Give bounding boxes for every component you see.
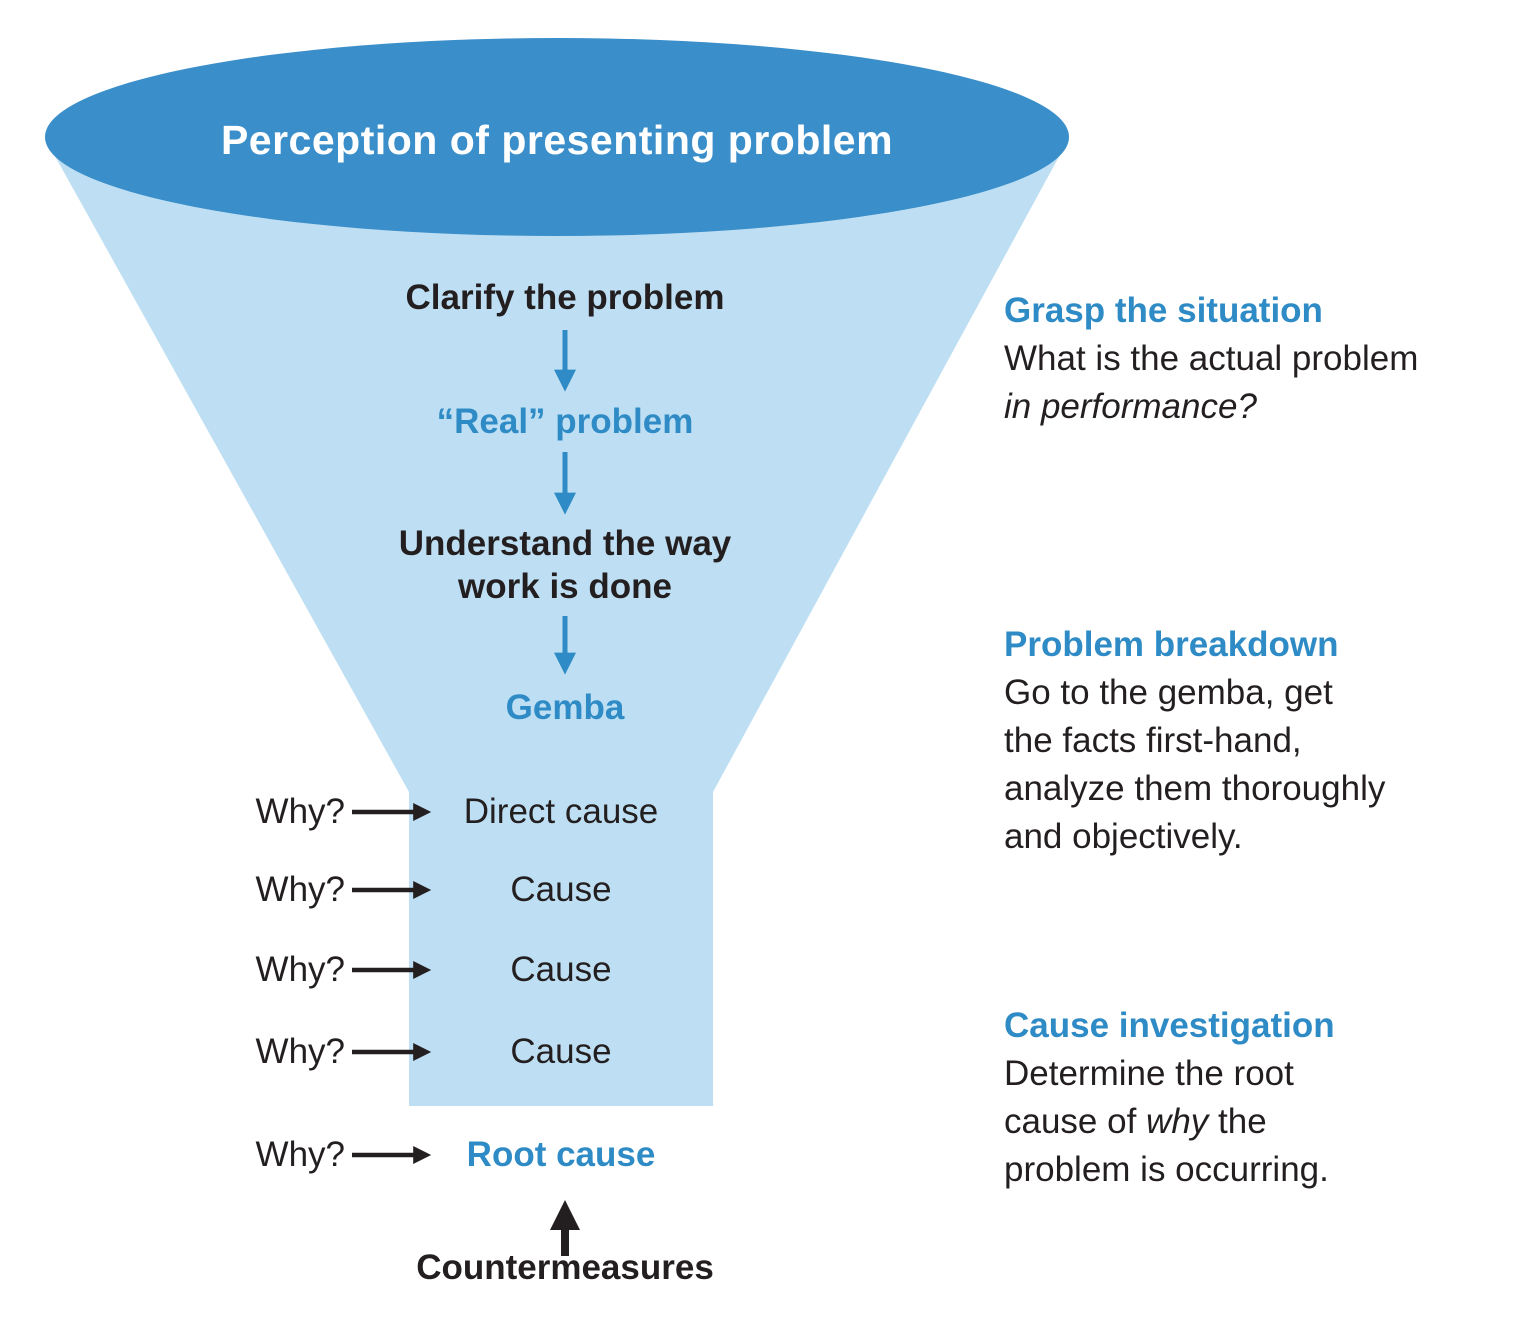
annotation-line: and objectively. [1004,813,1529,861]
annotation-text: in performance? [1004,387,1257,426]
annotation-text: problem is occurring. [1004,1150,1329,1189]
annotation-line: problem is occurring. [1004,1146,1529,1194]
funnel-mouth-ellipse [45,38,1069,236]
annotation-cause-investigation: Cause investigation Determine the root c… [1004,1002,1529,1194]
annotation-line: Go to the gemba, get [1004,669,1529,717]
annotation-text: What is the actual problem [1004,339,1419,378]
why-label: Why? [255,792,345,831]
annotation-text: Determine the root [1004,1054,1294,1093]
cause-label-direct: Direct cause [463,792,659,831]
annotation-text: and objectively. [1004,817,1243,856]
annotation-text: the facts first-hand, [1004,721,1302,760]
annotation-line: the facts first-hand, [1004,717,1529,765]
annotation-text: Go to the gemba, get [1004,673,1333,712]
cause-label: Cause [510,870,612,909]
funnel-step-understand-line1: Understand the way [398,524,732,563]
annotation-grasp-situation: Grasp the situation What is the actual p… [1004,287,1529,431]
root-cause-label: Root cause [466,1135,656,1174]
funnel-step-understand: Understand the way work is done [315,522,815,608]
funnel-step-real-problem: “Real” problem [436,402,694,441]
funnel-step-clarify: Clarify the problem [405,278,725,317]
cause-label: Cause [510,950,612,989]
annotation-text: analyze them thoroughly [1004,769,1386,808]
annotation-text-italic: why [1146,1102,1209,1141]
annotation-heading: Problem breakdown [1004,625,1339,664]
annotation-line: Determine the root [1004,1050,1529,1098]
cause-label: Cause [510,1032,612,1071]
funnel-step-understand-line2: work is done [458,567,672,606]
funnel-title: Perception of presenting problem [220,117,894,163]
annotation-line: What is the actual problem [1004,335,1529,383]
annotation-line: analyze them thoroughly [1004,765,1529,813]
annotation-line: in performance? [1004,383,1529,431]
countermeasures-label: Countermeasures [416,1248,714,1287]
why-label: Why? [255,1032,345,1071]
annotation-heading: Cause investigation [1004,1006,1335,1045]
why-label: Why? [255,950,345,989]
why-label: Why? [255,870,345,909]
funnel-step-gemba: Gemba [505,688,625,727]
why-label: Why? [255,1135,345,1174]
annotation-problem-breakdown: Problem breakdown Go to the gemba, get t… [1004,621,1529,861]
annotation-text: the [1208,1102,1267,1141]
funnel-body-shape [46,140,1068,1106]
annotation-heading: Grasp the situation [1004,291,1323,330]
annotation-line: cause of why the [1004,1098,1529,1146]
annotation-text: cause of [1004,1102,1147,1141]
